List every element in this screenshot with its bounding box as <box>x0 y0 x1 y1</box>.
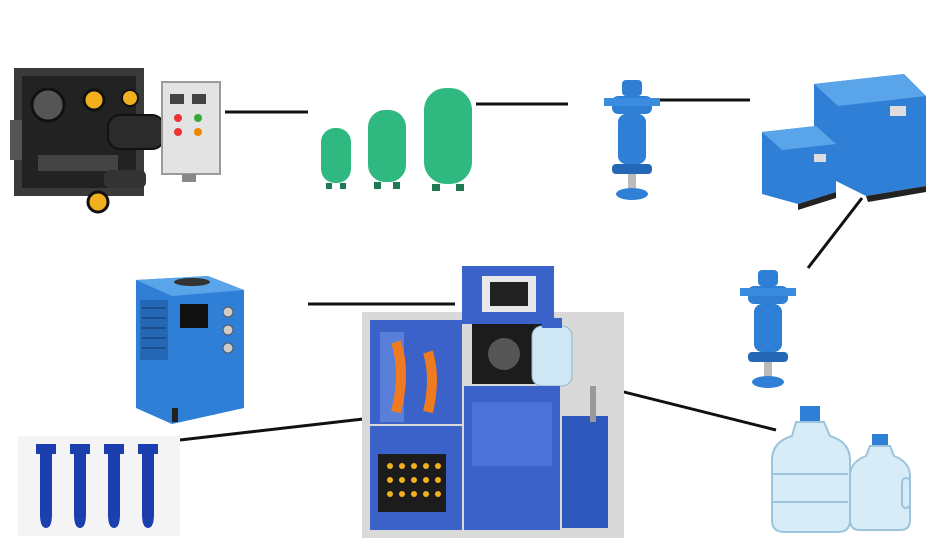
water-chiller-icon <box>136 276 244 424</box>
filter-top <box>604 78 660 206</box>
preforms <box>18 436 180 536</box>
air-tanks <box>316 84 478 194</box>
air-tank-small-icon <box>321 128 351 189</box>
air-filter-icon <box>740 270 796 388</box>
water-bottle-small-icon <box>849 434 911 531</box>
air-dryer-small-icon <box>762 126 836 210</box>
water-bottles <box>766 404 916 536</box>
water-chiller <box>132 268 248 428</box>
air-compressor <box>8 60 226 220</box>
air-tank-medium-icon <box>368 110 406 189</box>
blow-molding-machine <box>362 266 624 538</box>
water-bottle-large-icon <box>771 406 851 533</box>
air-dryers <box>758 70 930 210</box>
filter-right <box>740 268 796 394</box>
preform-icon <box>36 444 158 528</box>
compressor-icon <box>10 68 165 214</box>
air-tank-large-icon <box>424 88 472 191</box>
control-panel-icon <box>161 81 221 182</box>
air-dryer-large-icon <box>814 74 926 202</box>
blow-molding-machine-icon <box>362 266 624 538</box>
air-filter-icon <box>604 80 660 200</box>
